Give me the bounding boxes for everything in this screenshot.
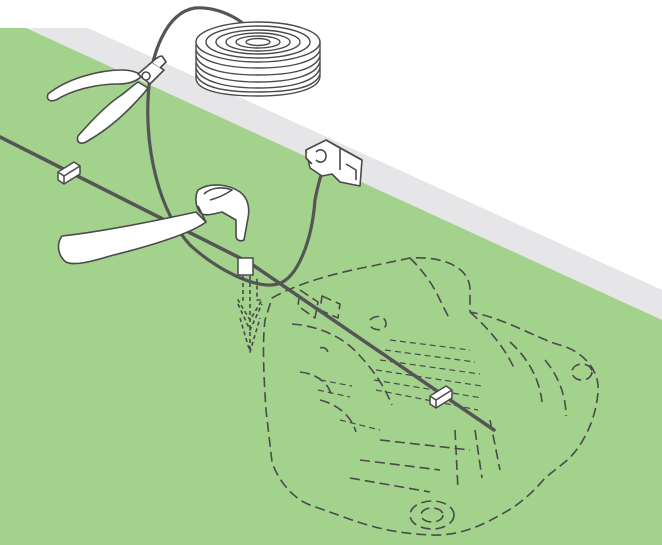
- grass-area: [0, 28, 662, 545]
- staple-icon: [238, 258, 253, 275]
- coil-icon: [196, 22, 320, 96]
